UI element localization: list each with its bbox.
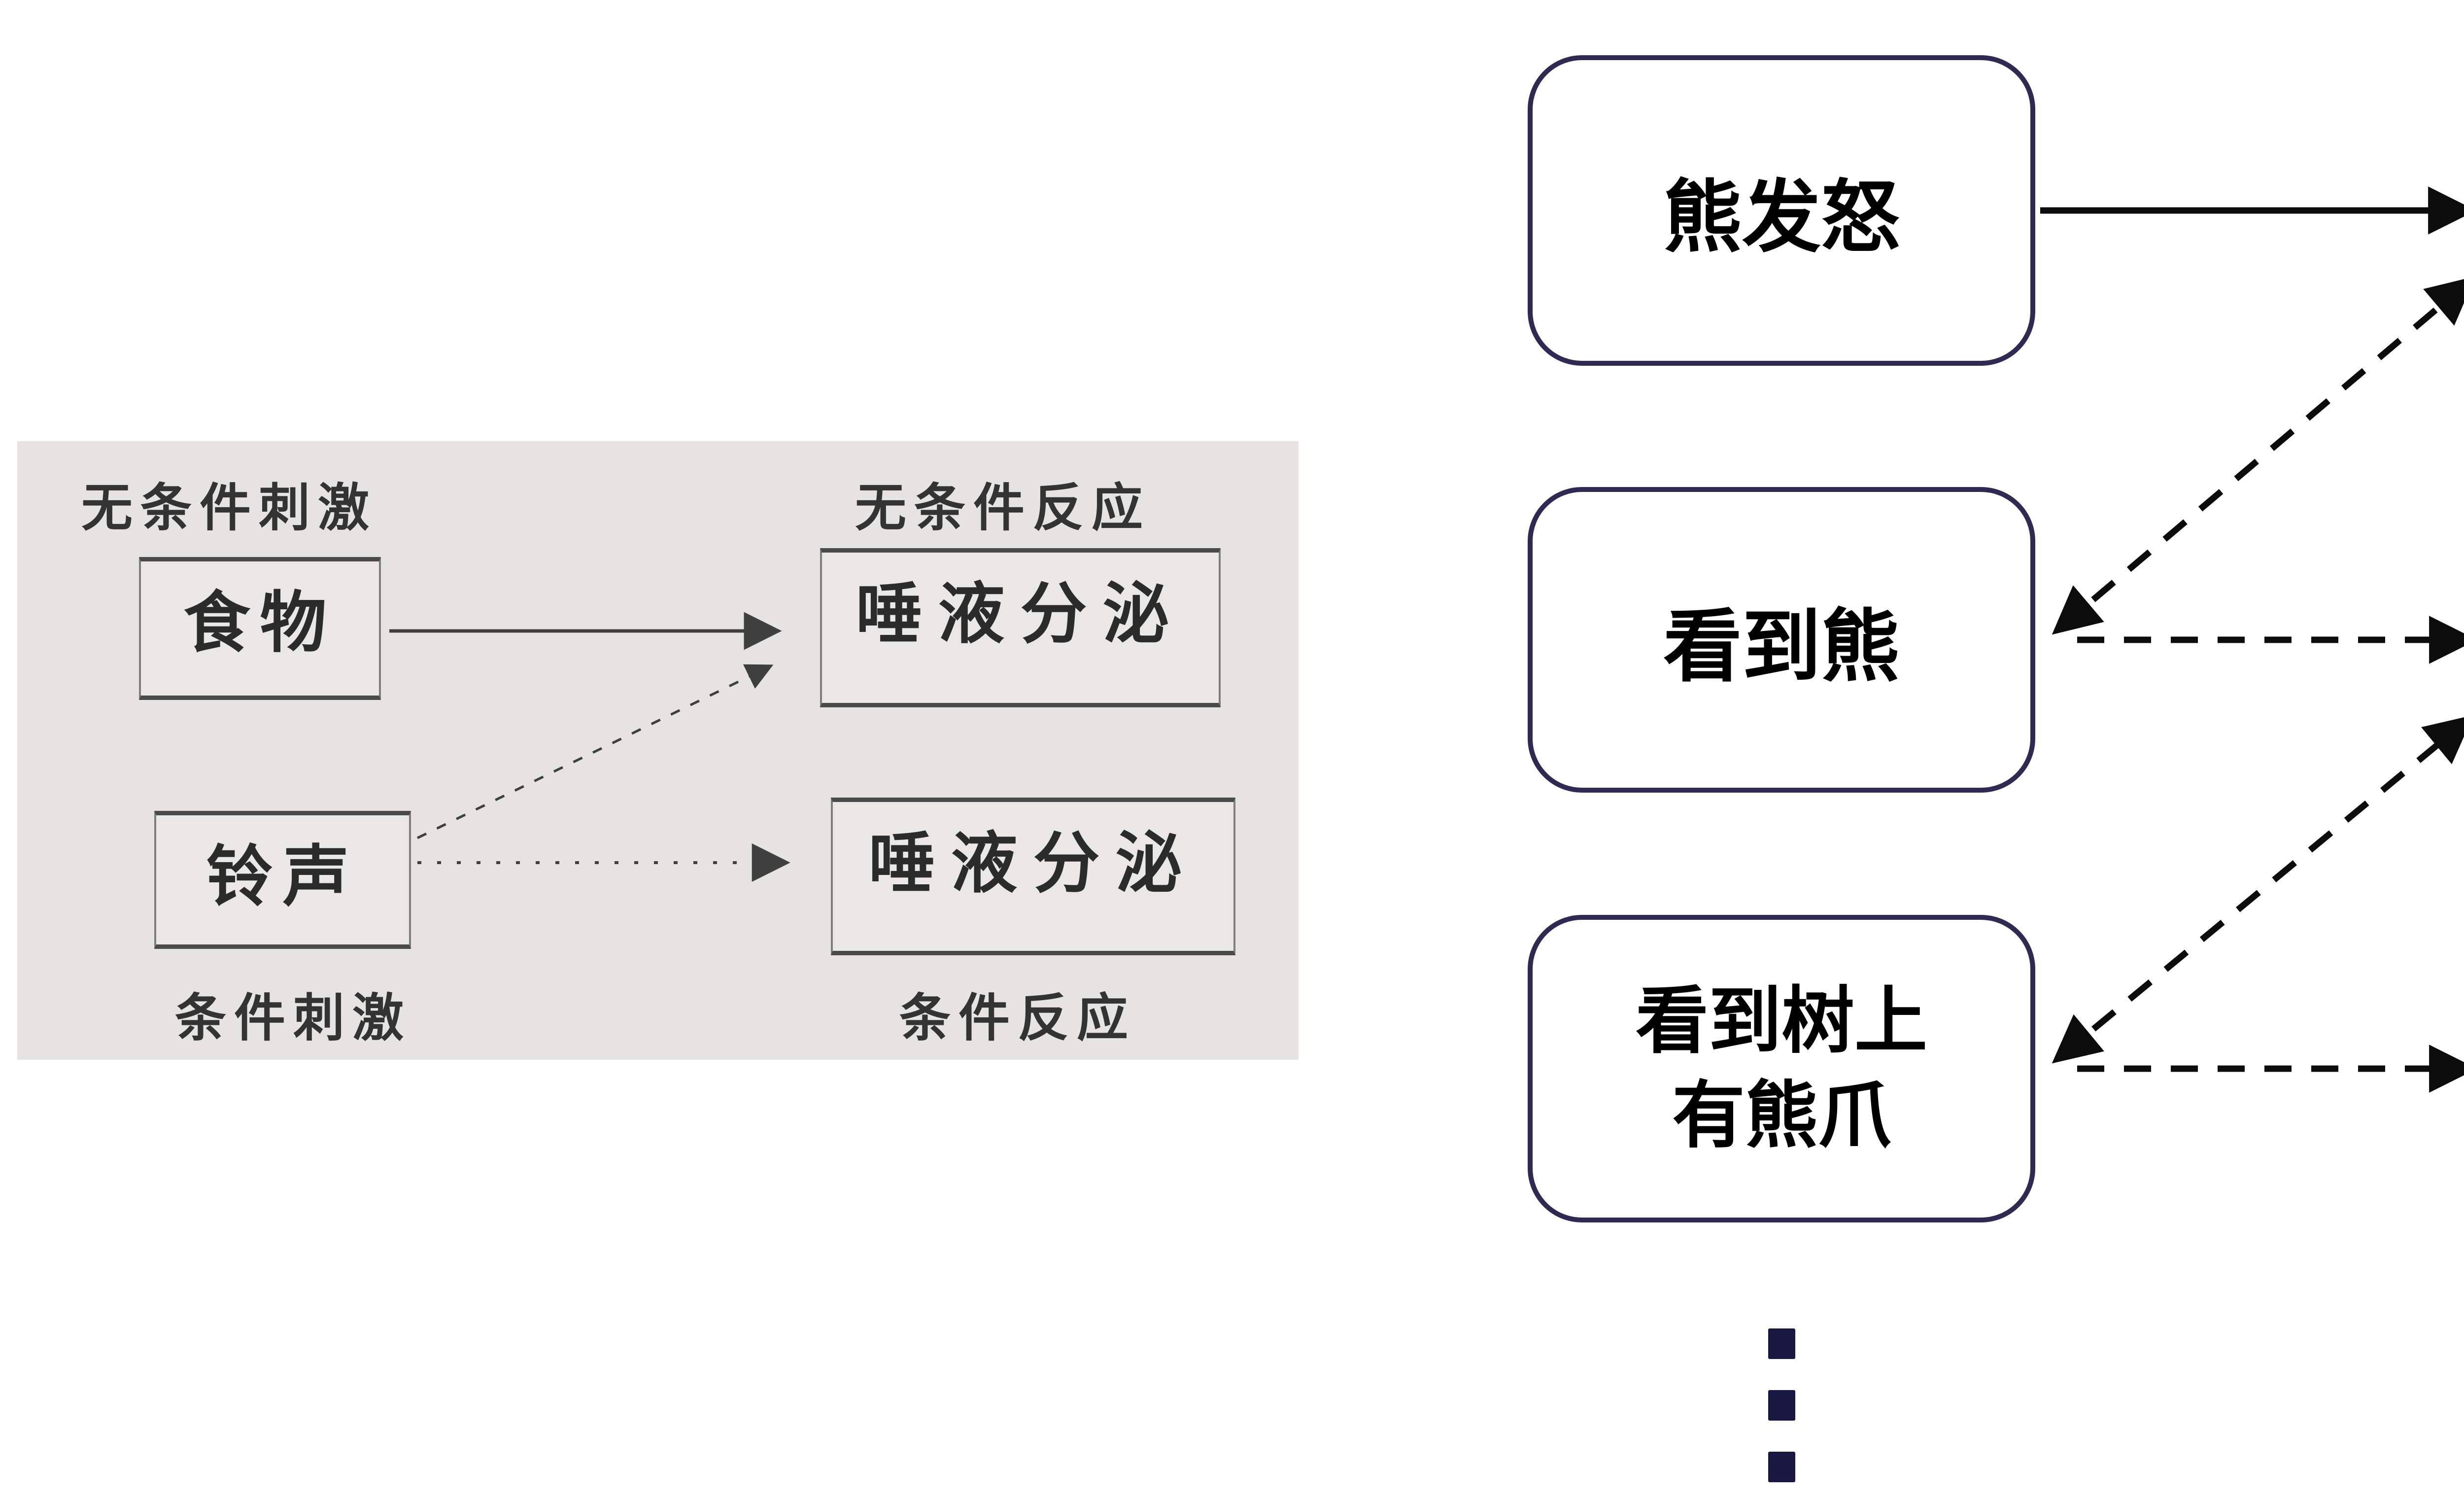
see-claws-box: 看到树上 有熊爪 bbox=[1528, 915, 2035, 1222]
food-box: 食物 bbox=[139, 557, 381, 700]
see-claws-to-next-value-dashed-arrow bbox=[2052, 715, 2464, 1064]
conditioned-stimulus-label: 条件刺激 bbox=[175, 990, 412, 1047]
see-claws-box-label: 看到树上 有熊爪 bbox=[1636, 980, 1927, 1156]
see-bear-box-label: 看到熊 bbox=[1663, 602, 1900, 691]
bell-box: 铃声 bbox=[154, 811, 411, 949]
salivation-bottom-box: 唾液分泌 bbox=[831, 798, 1235, 955]
conditioned-response-label: 条件反应 bbox=[899, 990, 1136, 1047]
see-bear-box: 看到熊 bbox=[1528, 487, 2035, 793]
salivation-top-box-label: 唾液分泌 bbox=[856, 577, 1185, 651]
bear-rage-box-label: 熊发怒 bbox=[1663, 173, 1900, 261]
bear-rage-box: 熊发怒 bbox=[1528, 55, 2035, 366]
salivation-top-box: 唾液分泌 bbox=[820, 548, 1221, 707]
unconditioned-response-label: 无条件反应 bbox=[855, 480, 1151, 537]
states-ellipsis-dots bbox=[1768, 1328, 1795, 1482]
unconditioned-stimulus-label: 无条件刺激 bbox=[81, 480, 377, 537]
food-box-label: 食物 bbox=[183, 586, 337, 660]
bell-box-label: 铃声 bbox=[206, 839, 359, 914]
see-bear-to-reward-dashed-arrow bbox=[2052, 276, 2464, 635]
pavlov-conditioning-panel: 无条件刺激 无条件反应 食物 唾液分泌 铃声 唾液分泌 条件刺激 条件反应 bbox=[17, 441, 1299, 1060]
salivation-bottom-box-label: 唾液分泌 bbox=[868, 826, 1198, 901]
